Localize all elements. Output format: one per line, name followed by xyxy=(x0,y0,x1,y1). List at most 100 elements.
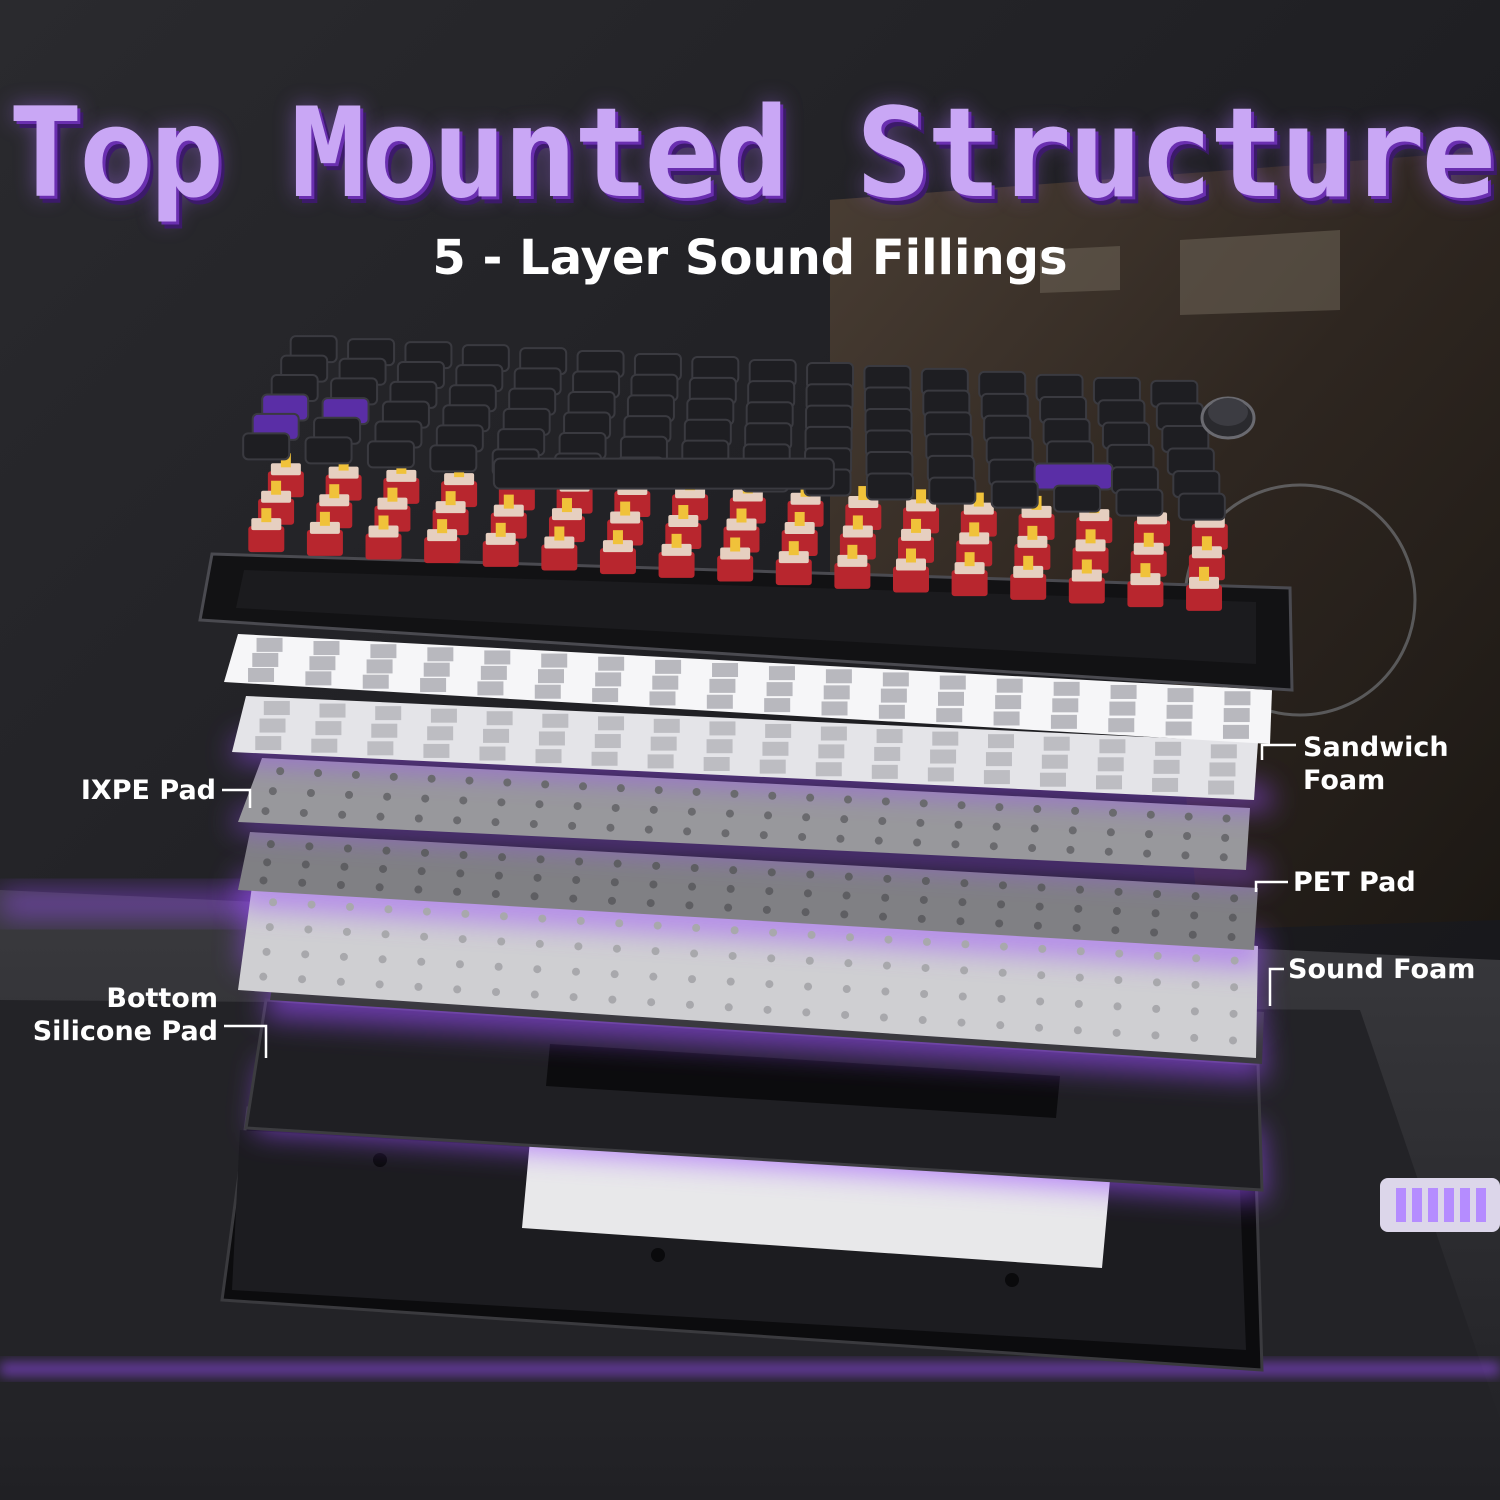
pad-hole xyxy=(530,990,539,999)
pad-hole xyxy=(455,960,464,969)
pad-hole xyxy=(1114,976,1123,985)
switch xyxy=(658,533,695,578)
pad-hole xyxy=(1150,928,1159,937)
switch-top xyxy=(328,466,359,479)
pad-hole xyxy=(762,905,771,914)
pad-hole xyxy=(840,910,849,919)
switch-top xyxy=(610,511,641,524)
pad-hole xyxy=(1112,1028,1121,1037)
switch xyxy=(1186,566,1223,611)
pad-hole xyxy=(803,889,812,898)
callout-bottom-silicone-pad-line1: Bottom xyxy=(106,983,218,1014)
pad-hole xyxy=(916,818,925,827)
pad-hole xyxy=(1066,845,1075,854)
keycap xyxy=(865,472,914,501)
pad-hole xyxy=(579,782,588,791)
pad-hole xyxy=(920,990,929,999)
pad-hole xyxy=(1143,849,1152,858)
switch-housing xyxy=(541,544,578,571)
switch xyxy=(892,548,929,593)
plate-cutout xyxy=(480,665,507,680)
pad-hole xyxy=(646,899,655,908)
pad-hole xyxy=(881,987,890,996)
pad-hole xyxy=(919,799,928,808)
pad-hole xyxy=(340,862,349,871)
pad-hole xyxy=(339,952,348,961)
switch-stem xyxy=(503,494,514,509)
switch-top xyxy=(551,508,582,521)
pad-hole xyxy=(336,881,345,890)
pad-hole xyxy=(842,891,851,900)
plate-cutout xyxy=(375,706,402,721)
pad-hole xyxy=(1114,887,1123,896)
pad-hole xyxy=(1035,902,1044,911)
pad-hole xyxy=(259,876,268,885)
pad-hole xyxy=(343,844,352,853)
pad-hole xyxy=(844,959,853,968)
switch-top xyxy=(959,532,990,545)
bottom-silicone-pad-layer xyxy=(244,998,1266,1200)
pad-hole xyxy=(492,987,501,996)
leader-sandwich-foam xyxy=(1260,743,1296,760)
switch-stem xyxy=(916,489,927,504)
pad-hole xyxy=(535,800,544,809)
pad-hole xyxy=(345,790,354,799)
callout-sandwich-foam-line1: Sandwich xyxy=(1303,732,1449,763)
plate-cutout xyxy=(927,767,954,782)
pad-hole xyxy=(1115,949,1124,958)
pad-hole xyxy=(960,879,969,888)
pad-hole xyxy=(576,916,585,925)
keycap xyxy=(366,440,415,469)
switch-housing xyxy=(1068,577,1105,604)
pad-hole xyxy=(763,1005,772,1014)
pad-hole xyxy=(806,793,815,802)
switch-top xyxy=(386,469,417,482)
switch-stem xyxy=(969,522,980,537)
plate-cutout xyxy=(985,752,1012,767)
pad-hole xyxy=(1038,944,1047,953)
pad-hole xyxy=(884,935,893,944)
pad-hole xyxy=(1111,926,1120,935)
switch xyxy=(1068,559,1105,604)
keycap xyxy=(304,436,353,465)
plate-cutout xyxy=(703,757,730,772)
switch-top xyxy=(485,532,516,545)
pad-hole xyxy=(427,774,436,783)
pad-hole xyxy=(458,935,467,944)
switch-stem xyxy=(329,484,340,499)
plate-cutout xyxy=(649,691,676,706)
keycap xyxy=(1115,488,1164,517)
pad-hole xyxy=(456,869,465,878)
pad-hole xyxy=(921,963,930,972)
plate-cutout xyxy=(766,682,793,697)
pad-hole xyxy=(1108,808,1117,817)
pad-hole xyxy=(421,794,430,803)
pad-hole xyxy=(461,909,470,918)
pad-hole xyxy=(571,967,580,976)
callout-leader-lines xyxy=(222,743,1296,1058)
pad-hole xyxy=(769,928,778,937)
pad-hole xyxy=(992,822,1001,831)
pad-hole xyxy=(533,965,542,974)
plate-cutout xyxy=(1039,772,1066,787)
plate-cutout xyxy=(484,650,511,665)
plate-cutout xyxy=(768,666,795,681)
plate-cutout xyxy=(1110,684,1137,699)
plate-cutout xyxy=(259,718,286,733)
plate-cutout xyxy=(313,641,340,656)
pad-hole xyxy=(652,861,661,870)
plate-cutout xyxy=(1043,736,1070,751)
plate-cutout xyxy=(592,688,619,703)
pad-hole xyxy=(922,937,931,946)
desk-mat-edge-glow xyxy=(0,1362,1500,1376)
pad-hole xyxy=(764,811,773,820)
pad-hole xyxy=(1104,847,1113,856)
pad-hole xyxy=(951,840,960,849)
pad-hole xyxy=(726,977,735,986)
pad-hole xyxy=(1036,997,1045,1006)
pad-hole xyxy=(879,1013,888,1022)
pad-hole xyxy=(1146,810,1155,819)
callout-bottom-silicone-pad-line2: Silicone Pad xyxy=(32,1016,218,1047)
switch-housing xyxy=(599,548,636,575)
pad-hole xyxy=(305,842,314,851)
